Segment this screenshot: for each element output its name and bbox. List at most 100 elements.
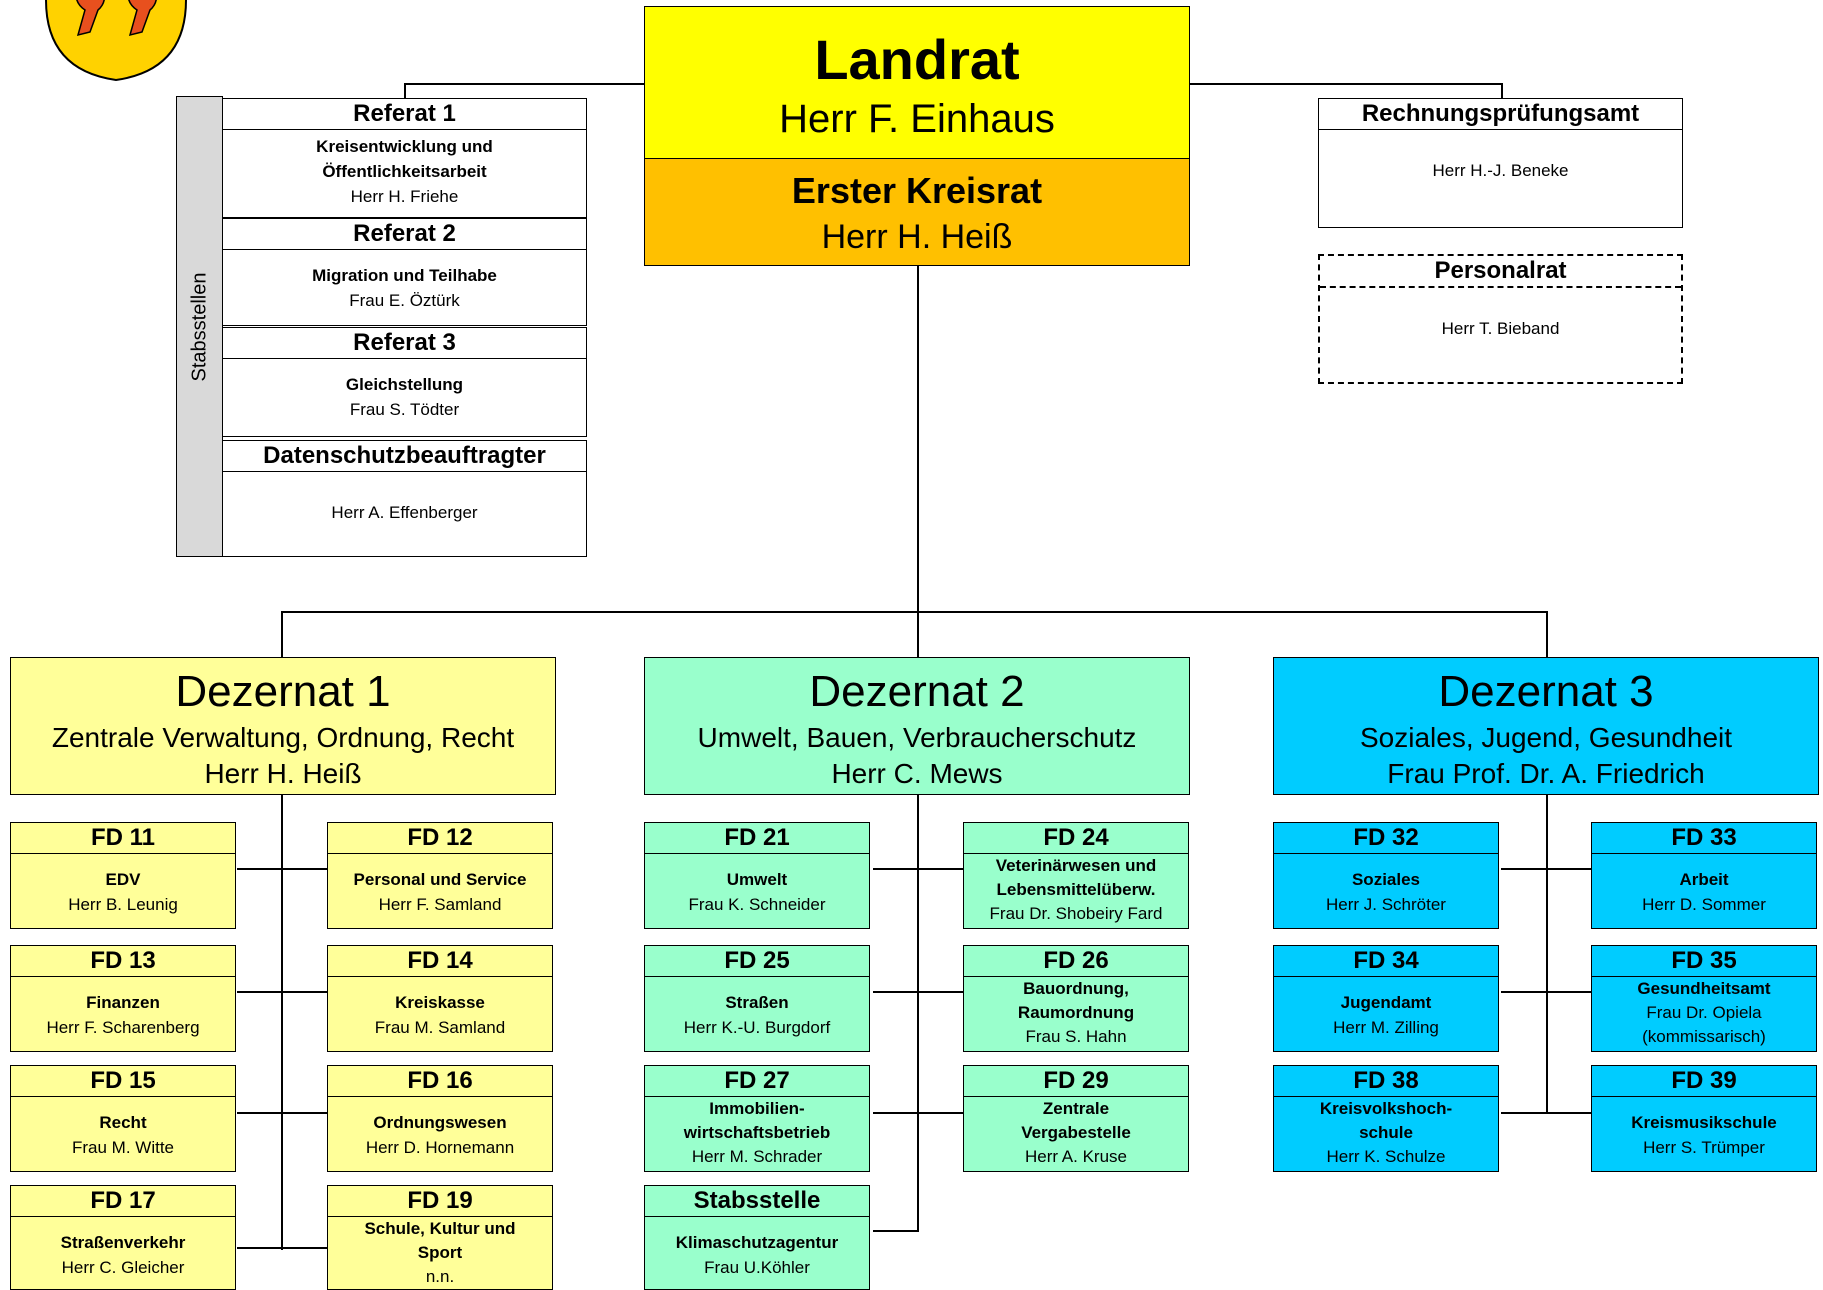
dezernat-2-title: Dezernat 2 (809, 667, 1025, 716)
stabsstelle-person: Frau U.Köhler (704, 1257, 810, 1277)
fd-33-person: Herr D. Sommer (1642, 894, 1766, 914)
fd-24-title: FD 24 (964, 823, 1188, 854)
fd-11: FD 11 EDV Herr B. Leunig (10, 822, 236, 929)
referat-2: Referat 2 Migration und Teilhabe Frau E.… (222, 218, 587, 326)
dezernat-2-person: Herr C. Mews (831, 758, 1003, 789)
fd-26-name: Bauordnung, (1023, 979, 1129, 998)
fd-24-person: Frau Dr. Shobeiry Fard (989, 904, 1163, 923)
fd-11-person: Herr B. Leunig (68, 894, 178, 914)
landrat-box: Landrat Herr F. Einhaus Erster Kreisrat … (644, 6, 1190, 266)
fd-21-person: Frau K. Schneider (688, 894, 826, 914)
connector (873, 991, 963, 993)
connector (1501, 1112, 1591, 1114)
fd-14-title: FD 14 (328, 946, 552, 977)
dezernat-3-person: Frau Prof. Dr. A. Friedrich (1387, 758, 1705, 789)
dezernat-1: Dezernat 1 Zentrale Verwaltung, Ordnung,… (10, 657, 556, 795)
fd-19-name: Schule, Kultur und (364, 1219, 516, 1238)
connector (237, 868, 327, 870)
dezernat-1-subtitle: Zentrale Verwaltung, Ordnung, Recht (51, 722, 515, 753)
fd-27-name2: wirtschaftsbetrieb (683, 1123, 831, 1142)
connector (873, 1230, 918, 1232)
fd-19-name2: Sport (417, 1243, 463, 1262)
fd-27-title: FD 27 (645, 1066, 869, 1097)
connector (237, 1112, 327, 1114)
datenschutz: Datenschutzbeauftragter Herr A. Effenber… (222, 440, 587, 557)
fd-26-person: Frau S. Hahn (1025, 1027, 1127, 1046)
fd-39-name: Kreismusikschule (1631, 1112, 1777, 1132)
fd-29-title: FD 29 (964, 1066, 1188, 1097)
connector (405, 83, 645, 85)
referat-1: Referat 1 Kreisentwicklung und Öffentlic… (222, 98, 587, 218)
fd-16-person: Herr D. Hornemann (365, 1137, 515, 1157)
referat-3-person: Frau S. Tödter (349, 400, 460, 419)
fd-24-name2: Lebensmittelüberw. (996, 880, 1156, 899)
connector (281, 611, 1548, 613)
connector (281, 795, 283, 1250)
fd-12-name: Personal und Service (353, 869, 527, 889)
fd-21-title: FD 21 (645, 823, 869, 854)
dezernat-3-title: Dezernat 3 (1438, 667, 1654, 716)
fd-27-person: Herr M. Schrader (691, 1147, 823, 1166)
fd-34-name: Jugendamt (1340, 992, 1432, 1012)
landrat-name: Herr F. Einhaus (779, 97, 1055, 141)
fd-25-title: FD 25 (645, 946, 869, 977)
fd-35-name: Gesundheitsamt (1637, 979, 1771, 998)
connector (1501, 868, 1591, 870)
dezernat-1-person: Herr H. Heiß (204, 758, 362, 789)
fd-13-name: Finanzen (86, 992, 160, 1012)
connector (917, 795, 919, 1232)
fd-17-person: Herr C. Gleicher (61, 1257, 185, 1277)
fd-38-person: Herr K. Schulze (1326, 1147, 1446, 1166)
fd-33-name: Arbeit (1679, 869, 1729, 889)
fd-12-person: Herr F. Samland (378, 894, 502, 914)
fd-16-name: Ordnungswesen (373, 1112, 507, 1132)
stabsstelle-name: Klimaschutzagentur (675, 1232, 839, 1252)
fd-25-person: Herr K.-U. Burgdorf (683, 1017, 831, 1037)
fd-19-person: n.n. (425, 1267, 455, 1286)
referat-3: Referat 3 Gleichstellung Frau S. Tödter (222, 327, 587, 437)
referat-3-title: Referat 3 (223, 328, 586, 359)
dezernat-3-subtitle: Soziales, Jugend, Gesundheit (1359, 722, 1733, 753)
fd-24-name: Veterinärwesen und (995, 856, 1157, 875)
fd-32-title: FD 32 (1274, 823, 1498, 854)
stabsstellen-label: Stabsstellen (176, 96, 223, 557)
referat-1-person: Herr H. Friehe (350, 187, 459, 206)
fd-35-note: (kommissarisch) (1642, 1027, 1766, 1046)
connector (281, 611, 283, 657)
fd-17-name: Straßenverkehr (60, 1232, 186, 1252)
fd-26-name2: Raumordnung (1017, 1003, 1135, 1022)
connector (917, 611, 919, 657)
fd-27-name: Immobilien- (709, 1099, 805, 1118)
fd-21-name: Umwelt (726, 869, 788, 889)
fd-39-person: Herr S. Trümper (1643, 1137, 1765, 1157)
kreisrat-name: Herr H. Heiß (821, 218, 1013, 256)
datenschutz-title: Datenschutzbeauftragter (223, 441, 586, 472)
dezernat-3: Dezernat 3 Soziales, Jugend, Gesundheit … (1273, 657, 1819, 795)
fd-15-title: FD 15 (11, 1066, 235, 1097)
fd-13-title: FD 13 (11, 946, 235, 977)
fd-32-person: Herr J. Schröter (1326, 894, 1446, 914)
fd-17-title: FD 17 (11, 1186, 235, 1217)
fd-11-title: FD 11 (11, 823, 235, 854)
fd-15-person: Frau M. Witte (71, 1137, 174, 1157)
connector (237, 991, 327, 993)
stabsstelle-title: Stabsstelle (645, 1186, 869, 1217)
referat-1-line2: Öffentlichkeitsarbeit (322, 162, 487, 181)
connector (237, 1247, 327, 1249)
fd-29-person: Herr A. Kruse (1024, 1147, 1128, 1166)
connector (1546, 611, 1548, 657)
fd-34-person: Herr M. Zilling (1333, 1017, 1439, 1037)
fd-39-title: FD 39 (1592, 1066, 1816, 1097)
personalrat-title: Personalrat (1320, 256, 1681, 288)
fd-11-name: EDV (105, 869, 141, 889)
